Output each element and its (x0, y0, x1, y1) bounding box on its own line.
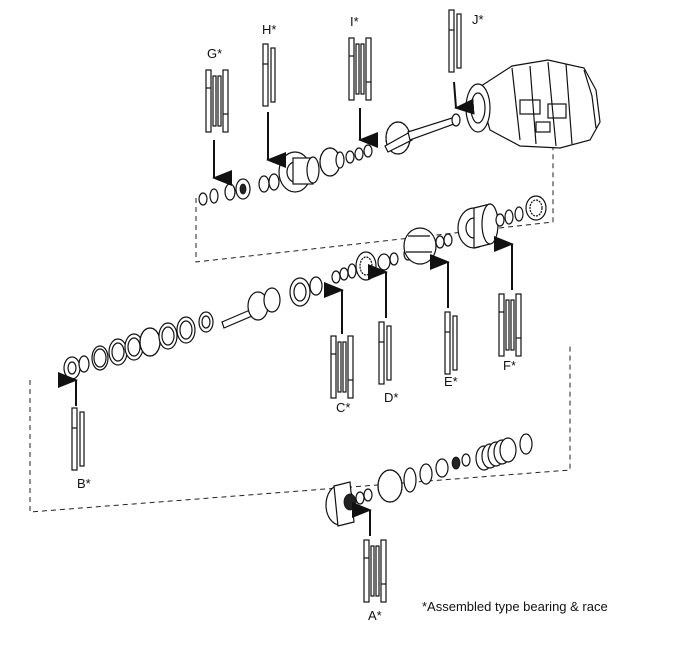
symbol-E (444, 311, 458, 375)
lower-dashed-frame (29, 345, 571, 513)
callout-label-F: F* (503, 358, 516, 373)
callout-label-C: C* (336, 400, 350, 415)
lower-left-components (63, 311, 214, 380)
bottom-row-components (325, 433, 533, 527)
symbol-G (205, 69, 229, 133)
symbol-H (262, 43, 276, 107)
callout-label-A: A* (368, 608, 382, 623)
symbol-J (448, 9, 462, 73)
callout-label-H: H* (262, 22, 276, 37)
callout-label-G: G* (207, 46, 222, 61)
footnote: *Assembled type bearing & race (422, 599, 608, 614)
symbol-A (363, 539, 387, 603)
symbol-B (71, 407, 85, 471)
symbol-I (348, 37, 372, 101)
symbol-F (498, 293, 522, 357)
callout-label-D: D* (384, 390, 398, 405)
middle-row-components (221, 195, 547, 329)
callout-label-B: B* (77, 476, 91, 491)
callout-label-E: E* (444, 374, 458, 389)
callout-label-I: I* (350, 14, 359, 29)
callout-label-J: J* (472, 12, 484, 27)
upper-row-components (198, 113, 461, 206)
symbol-D (378, 321, 392, 385)
transmission-case (465, 59, 601, 149)
pointer-arrows (58, 81, 514, 536)
symbol-C (330, 335, 354, 399)
upper-dashed-frame (195, 140, 554, 263)
